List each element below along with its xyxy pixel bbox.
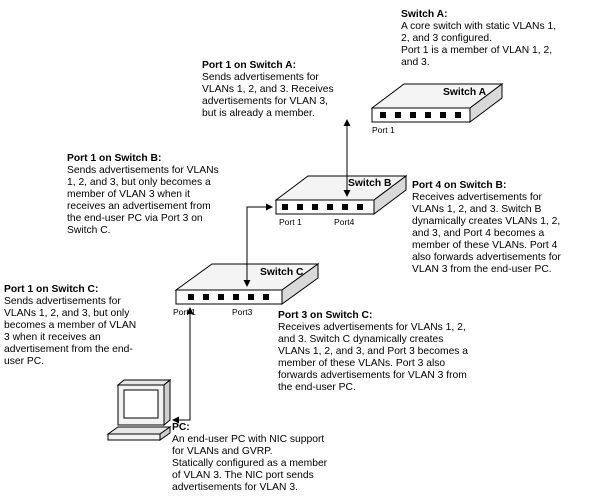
note-line: An end-user PC with NIC support (172, 434, 325, 445)
note-title: Port 1 on Switch A: (202, 60, 297, 71)
note-title: Port 4 on Switch B: (412, 180, 507, 191)
switch-a (370, 83, 504, 123)
note-line: 1, 2, and 3, but only becomes a (67, 177, 211, 188)
note-title: Switch A: (401, 9, 448, 20)
note-line: Receives advertisements for VLANs 1, 2, (278, 322, 466, 333)
switch-b-port1-label: Port 1 (279, 217, 302, 227)
note-line: and 3, and Port 4 becomes a (412, 228, 545, 239)
note-title: Port 3 on Switch C: (278, 310, 373, 321)
note-line: VLANs 1, 2, and 3. Receives (202, 84, 334, 95)
note-port3-switch-c: Port 3 on Switch C: Receives advertiseme… (278, 310, 493, 394)
note-line: VLANs 1, 2, and 3, but only (4, 308, 130, 319)
note-pc: PC: An end-user PC with NIC support for … (172, 422, 357, 494)
note-line: Switch C. (67, 225, 111, 236)
note-line: A core switch with static VLANs 1, (401, 21, 557, 32)
switch-a-port1-label: Port 1 (372, 125, 395, 135)
note-line: advertisements for VLAN 3, (202, 96, 328, 107)
note-line: for VLANs and GVRP. (172, 446, 273, 457)
note-title: Port 1 on Switch C: (4, 284, 99, 295)
note-line: and 3. Switch C dynamically creates (278, 334, 444, 345)
note-port1-switch-b: Port 1 on Switch B: Sends advertisements… (67, 153, 257, 237)
note-line: of VLAN 3. The NIC port sends (172, 470, 314, 481)
note-line: Sends advertisements for (4, 296, 121, 307)
switch-c-port1-label: Port 1 (173, 307, 196, 317)
note-port1-switch-c: Port 1 on Switch C: Sends advertisements… (4, 284, 169, 368)
switch-b (274, 175, 408, 215)
switch-c-label: Switch C (260, 267, 304, 278)
note-line: but is already a member. (202, 108, 315, 119)
note-line: the end-user PC via Port 3 on (67, 213, 203, 224)
note-line: member of these VLANs. Port 4 (412, 240, 558, 251)
note-line: becomes a member of VLAN (4, 320, 137, 331)
note-line: Port 1 is a member of VLAN 1, 2, (401, 45, 553, 56)
link-c-pc (172, 307, 194, 424)
note-port1-switch-a: Port 1 on Switch A: Sends advertisements… (202, 60, 372, 120)
note-line: VLANs 1, 2, and 3, and Port 3 becomes a (278, 346, 469, 357)
note-line: advertisements for VLAN 3. (172, 482, 298, 493)
note-line: the end-user PC. (278, 382, 356, 393)
switch-a-label: Switch A (443, 87, 487, 98)
switch-c-port3-label: Port3 (232, 307, 253, 317)
note-line: receives an advertisement from (67, 201, 211, 212)
note-switch-a: Switch A: A core switch with static VLAN… (401, 9, 591, 69)
note-line: user PC. (4, 356, 45, 367)
note-line: forwards advertisements for VLAN 3 from (278, 370, 467, 381)
note-line: advertisement from the end- (4, 344, 133, 355)
note-line: Receives advertisements for (412, 192, 542, 203)
note-line: 3 when it receives an (4, 332, 101, 343)
note-line: VLANs 1, 2, and 3. Switch B (412, 204, 542, 215)
note-line: dynamically creates VLANs 1, 2, (412, 216, 561, 227)
switch-b-label: Switch B (348, 178, 392, 189)
note-line: VLAN 3 from the end-user PC. (412, 264, 552, 275)
pc-icon (106, 378, 172, 441)
note-line: Sends advertisements for VLANs (67, 165, 219, 176)
note-title: Port 1 on Switch B: (67, 153, 162, 164)
note-line: and 3. (401, 57, 430, 68)
switch-b-port4-label: Port4 (334, 217, 355, 227)
note-line: also forwards advertisements for (412, 252, 561, 263)
note-line: member of VLAN 3 when it (67, 189, 191, 200)
note-line: 2, and 3 configured. (401, 33, 493, 44)
note-line: member of these VLANs. Port 3 also (278, 358, 446, 369)
link-b-c (243, 203, 273, 287)
note-line: Statically configured as a member (172, 458, 328, 469)
note-title: PC: (172, 422, 190, 433)
note-port4-switch-b: Port 4 on Switch B: Receives advertiseme… (412, 180, 592, 276)
note-line: Sends advertisements for (202, 72, 319, 83)
